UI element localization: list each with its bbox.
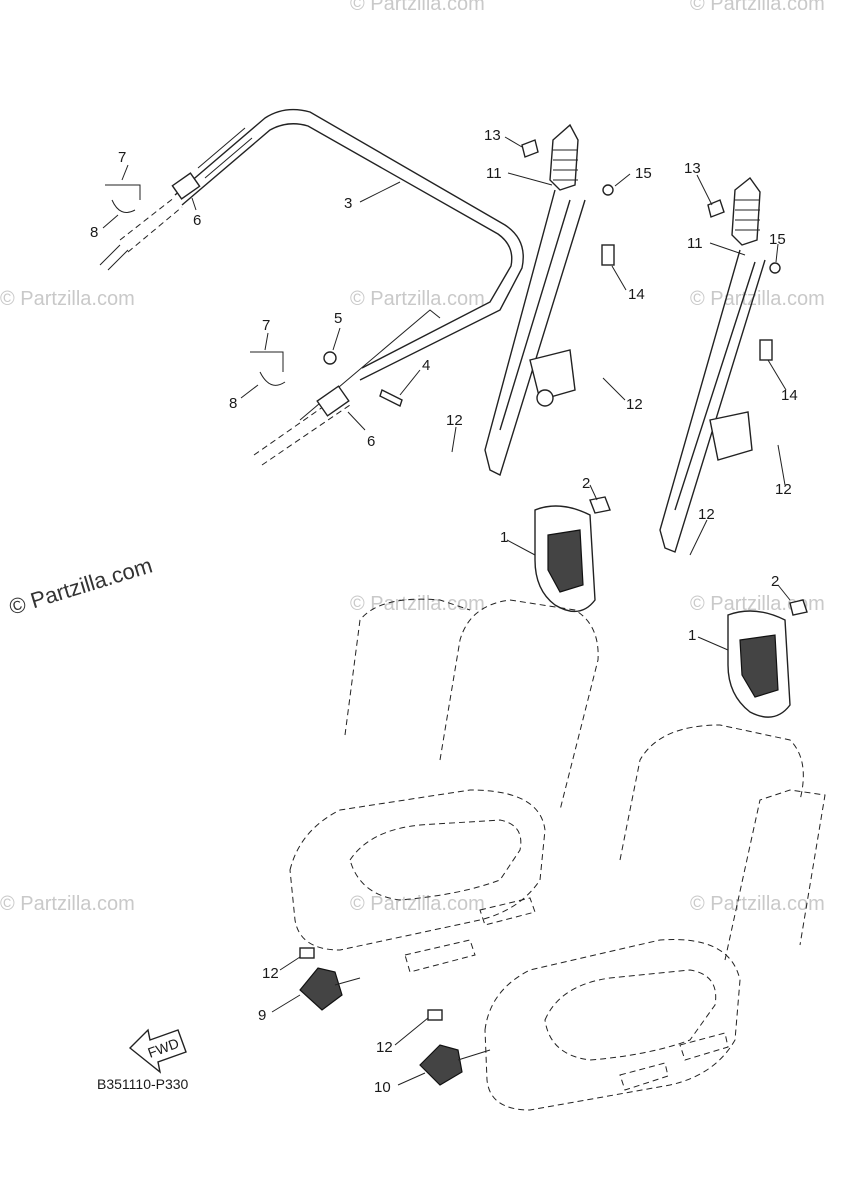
seat-right (484, 724, 826, 1111)
callout-14: 14 (781, 387, 798, 404)
callout-8: 8 (90, 224, 98, 241)
callout-4: 4 (422, 357, 430, 374)
watermark: © Partzilla.com (690, 288, 825, 310)
callout-7: 7 (262, 317, 270, 334)
buckle-9 (299, 947, 361, 1011)
seat-belt-right (659, 176, 781, 553)
callout-12: 12 (698, 506, 715, 523)
callout-1: 1 (500, 529, 508, 546)
buckle-10 (419, 1009, 491, 1086)
callout-12: 12 (626, 396, 643, 413)
diagram-code: B351110-P330 (97, 1076, 189, 1092)
roll-bar (119, 108, 524, 466)
callout-7: 7 (118, 149, 126, 166)
callout-6: 6 (193, 212, 201, 229)
callout-5: 5 (334, 310, 342, 327)
callout-12: 12 (775, 481, 792, 498)
leader-lines (102, 136, 791, 1086)
watermark: © Partzilla.com (350, 593, 485, 615)
watermark: © Partzilla.com (690, 893, 825, 915)
fwd-arrow: FWD (128, 1028, 187, 1074)
watermarks: © Partzilla.com © Partzilla.com © Partzi… (0, 0, 825, 915)
callout-11: 11 (687, 235, 703, 252)
callout-10: 10 (374, 1079, 391, 1096)
callout-8: 8 (229, 395, 237, 412)
callout-2: 2 (771, 573, 779, 590)
watermark: © Partzilla.com (0, 288, 135, 310)
watermark: © Partzilla.com (350, 0, 485, 15)
watermark: © Partzilla.com (350, 288, 485, 310)
headrest-right (727, 599, 808, 718)
seat-belt-left (484, 123, 615, 476)
callout-6: 6 (367, 433, 375, 450)
callout-13: 13 (484, 127, 501, 144)
callout-15: 15 (769, 231, 786, 248)
callout-15: 15 (635, 165, 652, 182)
callout-2: 2 (582, 475, 590, 492)
callout-12: 12 (376, 1039, 393, 1056)
callout-13: 13 (684, 160, 701, 177)
callout-3: 3 (344, 195, 352, 212)
callout-1: 1 (688, 627, 696, 644)
watermark: © Partzilla.com (0, 893, 135, 915)
callout-14: 14 (628, 286, 645, 303)
callout-12: 12 (446, 412, 463, 429)
watermark: © Partzilla.com (350, 893, 485, 915)
callout-labels: 7 8 6 3 5 4 7 8 6 13 11 15 14 12 12 13 1… (90, 127, 798, 1096)
seat-left (289, 598, 599, 973)
headrest-left (534, 496, 611, 613)
callout-9: 9 (258, 1007, 266, 1024)
watermark: © Partzilla.com (690, 0, 825, 15)
roll-bar-hardware (99, 172, 403, 417)
callout-11: 11 (486, 165, 502, 182)
callout-12: 12 (262, 965, 279, 982)
watermark-main: © Partzilla.com (6, 553, 155, 620)
